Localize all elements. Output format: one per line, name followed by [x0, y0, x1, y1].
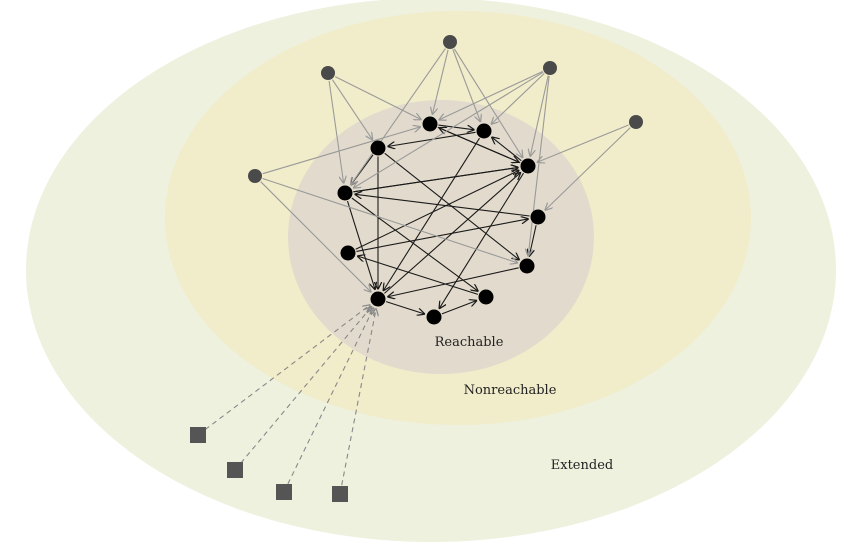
edge-e4-r11 — [341, 308, 377, 486]
edge-r3-r11 — [383, 137, 480, 291]
edge-n3-r4 — [353, 71, 544, 188]
edge-n3-r12 — [528, 75, 550, 257]
nodes — [190, 35, 643, 502]
nonreachable-node — [248, 169, 262, 183]
edge-r3-r1 — [387, 131, 476, 146]
reachable-node — [478, 289, 494, 305]
reachable-node — [520, 158, 536, 174]
reachable-node — [370, 291, 386, 307]
nonreachable-node — [443, 35, 457, 49]
reachable-label: Reachable — [435, 335, 504, 350]
nonreachable-label: Nonreachable — [464, 383, 557, 398]
edge-r2-r3 — [438, 124, 474, 130]
edge-r2-r5 — [437, 126, 520, 162]
reachable-node — [530, 209, 546, 225]
edge-r4-r5 — [353, 167, 518, 193]
edge-r7-r6 — [356, 219, 528, 252]
edge-e2-r11 — [240, 306, 372, 464]
nonreachable-node — [543, 61, 557, 75]
extended-label: Extended — [551, 458, 613, 473]
edge-e3-r11 — [287, 308, 374, 485]
edge-n1-r5 — [453, 48, 523, 158]
nonreachable-node — [321, 66, 335, 80]
extended-node — [332, 486, 348, 502]
edge-r10-r9 — [385, 301, 425, 315]
reachable-node — [340, 245, 356, 261]
edge-r4-r8 — [351, 197, 479, 291]
edge-n1-r4 — [350, 48, 446, 186]
edge-n3-r5 — [530, 75, 549, 157]
edge-n5-r5 — [537, 124, 629, 162]
edge-n2-r4 — [328, 80, 344, 184]
edge-r9-r8 — [441, 300, 477, 315]
edge-r5-r9 — [439, 172, 524, 309]
reachable-node — [422, 116, 438, 132]
regions — [26, 0, 836, 542]
edges — [204, 48, 631, 486]
reachable-node — [370, 140, 386, 156]
edge-n1-r2 — [432, 49, 449, 115]
edge-n1-r3 — [452, 49, 481, 123]
edge-n2-r2 — [334, 76, 421, 120]
reachable-node — [337, 185, 353, 201]
edge-r12-r11 — [387, 267, 519, 297]
extended-node — [227, 462, 243, 478]
edge-r10-r5 — [384, 172, 521, 294]
edge-r7-r5 — [355, 170, 520, 250]
edge-n4-r2 — [262, 127, 421, 175]
extended-node — [190, 427, 206, 443]
edge-n4-r12 — [262, 177, 518, 264]
edge-n4-r11 — [260, 181, 372, 293]
reachable-node — [476, 123, 492, 139]
edge-r8-r7 — [357, 256, 479, 295]
edge-e1-r11 — [204, 305, 370, 431]
edge-n2-r1 — [331, 79, 372, 140]
edge-n3-r2 — [439, 70, 544, 120]
extended-node — [276, 484, 292, 500]
edge-n3-r3 — [491, 73, 545, 125]
nonreachable-node — [629, 115, 643, 129]
edge-n5-r6 — [545, 127, 631, 211]
edge-r4-r11 — [346, 200, 376, 290]
reachable-node — [426, 309, 442, 325]
reachable-node — [519, 258, 535, 274]
edge-r6-r4 — [354, 194, 530, 217]
